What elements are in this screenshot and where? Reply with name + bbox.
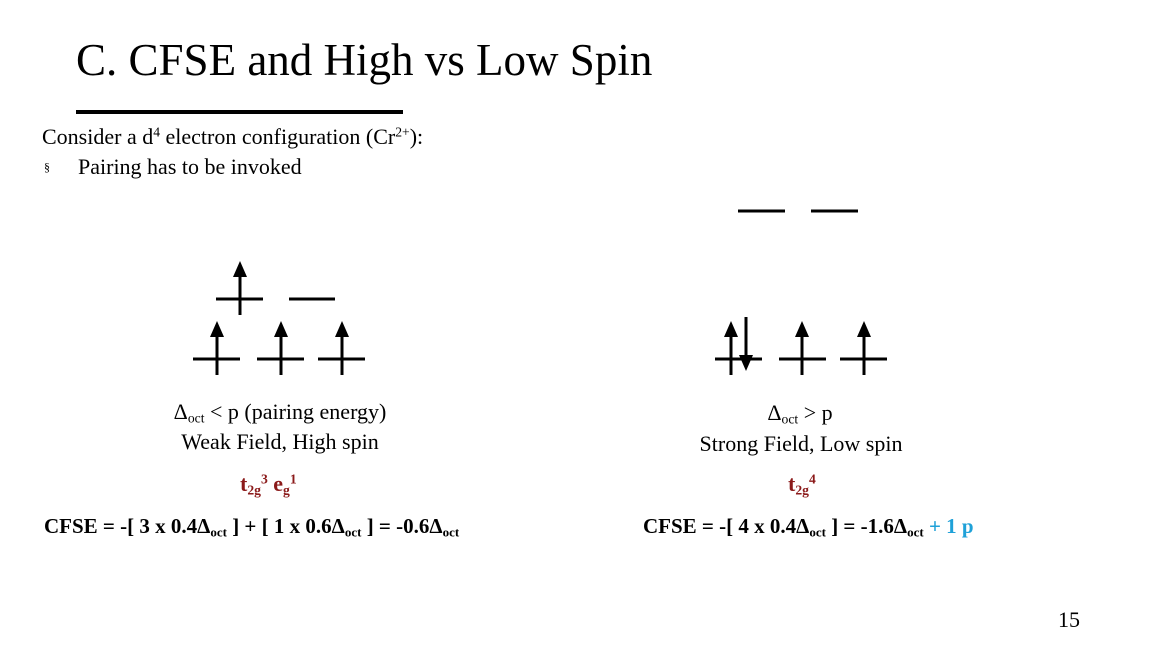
pairing-energy-term: + 1 p [923, 514, 974, 538]
intro-sup: 4 [153, 124, 161, 140]
config-e-sup: 1 [289, 471, 297, 487]
cfse-part: CFSE = -[ 4 x 0.4Δ [643, 514, 810, 538]
intro-prefix: Consider a d [42, 124, 154, 149]
low-spin-configuration: t2g4 [788, 471, 816, 497]
intro-ion-sup: 2+ [395, 124, 410, 140]
cfse-part: ] = -0.6Δ [361, 514, 443, 538]
low-spin-diagram [715, 209, 887, 377]
cfse-sub: oct [809, 524, 826, 540]
slide-title: C. CFSE and High vs Low Spin [76, 35, 653, 85]
cfse-sub: oct [442, 524, 460, 540]
delta-sub: oct [781, 411, 799, 427]
spin-up-arrow-icon [333, 319, 351, 377]
cfse-part: ] + [ 1 x 0.6Δ [226, 514, 345, 538]
condition-text: < p (pairing energy) [204, 399, 387, 424]
low-spin-condition: Δoct > p [767, 400, 832, 426]
spin-up-arrow-icon [855, 319, 873, 377]
high-spin-configuration: t2g3 eg1 [240, 471, 297, 497]
config-e: e [267, 471, 284, 496]
cfse-sub: oct [907, 524, 924, 540]
cfse-part: ] = -1.6Δ [825, 514, 908, 538]
config-t-sup: 3 [260, 471, 268, 487]
cfse-part: CFSE = -[ 3 x 0.4Δ [44, 514, 211, 538]
spin-up-arrow-icon [722, 319, 740, 377]
config-t: t [788, 471, 796, 496]
cfse-sub: oct [344, 524, 362, 540]
low-spin-label: Strong Field, Low spin [699, 431, 903, 456]
config-t: t [240, 471, 248, 496]
low-spin-cfse: CFSE = -[ 4 x 0.4Δoct ] = -1.6Δoct + 1 p [643, 514, 974, 539]
page-number: 15 [1058, 607, 1080, 632]
spin-up-arrow-icon [272, 319, 290, 377]
spin-up-arrow-icon [208, 319, 226, 377]
delta-symbol: Δ [173, 399, 188, 424]
config-e-sub: g [283, 482, 290, 498]
title-underline [76, 110, 403, 114]
config-t-sub: 2g [795, 482, 809, 498]
config-t-sub: 2g [247, 482, 261, 498]
bullet-text: Pairing has to be invoked [78, 154, 302, 179]
spin-down-arrow-icon [737, 315, 755, 373]
cfse-sub: oct [210, 524, 227, 540]
condition-text: > p [798, 400, 833, 425]
intro-line: Consider a d4 electron configuration (Cr… [42, 124, 423, 150]
spin-up-arrow-icon [793, 319, 811, 377]
bullet-item: § Pairing has to be invoked [44, 154, 302, 180]
high-spin-diagram [193, 259, 365, 377]
delta-symbol: Δ [767, 400, 782, 425]
spin-up-arrow-icon [231, 259, 249, 317]
high-spin-label: Weak Field, High spin [181, 429, 379, 454]
intro-suffix: ): [409, 124, 424, 149]
high-spin-cfse: CFSE = -[ 3 x 0.4Δoct ] + [ 1 x 0.6Δoct … [44, 514, 459, 539]
config-t-sup: 4 [808, 471, 816, 487]
intro-middle: electron configuration (Cr [160, 124, 396, 149]
high-spin-condition: Δoct < p (pairing energy) [174, 399, 387, 425]
bullet-icon: § [44, 160, 50, 174]
delta-sub: oct [187, 410, 205, 426]
